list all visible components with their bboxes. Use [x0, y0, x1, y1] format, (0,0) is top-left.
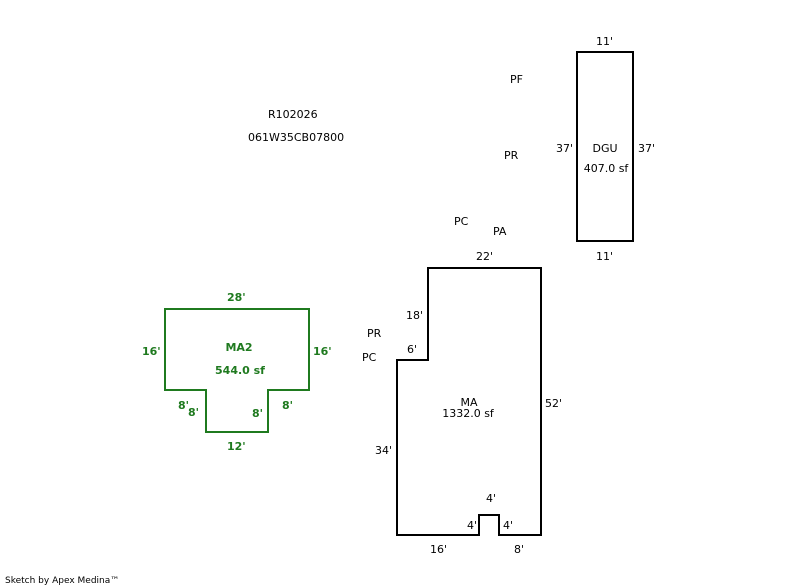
ma-dim-notch-left: 4' — [467, 519, 477, 532]
dgu-dim-right: 37' — [638, 142, 655, 155]
ma-area: 1332.0 sf — [442, 407, 495, 420]
ma-dim-notch-right: 4' — [503, 519, 513, 532]
code-pa: PA — [493, 225, 507, 238]
parcel-id: R102026 — [268, 108, 318, 121]
ma2-outline — [164, 308, 310, 433]
ma-dim-bottom-right: 8' — [514, 543, 524, 556]
footer-credit: Sketch by Apex Medina™ — [5, 576, 119, 586]
ma-name: MA — [460, 396, 477, 409]
dgu-name: DGU — [592, 142, 617, 155]
dgu-dim-bottom: 11' — [596, 250, 613, 263]
ma-dim-upper-left: 18' — [406, 309, 423, 322]
ma2-dim-notch-left-inner: 8' — [188, 406, 199, 419]
dgu-dim-left: 37' — [556, 142, 573, 155]
ma-dim-bottom-left: 16' — [430, 543, 447, 556]
ma2-dim-notch-right-inner: 8' — [252, 407, 263, 420]
code-pc-lower: PC — [362, 351, 377, 364]
ma2-dim-notch-left-outer: 8' — [178, 399, 189, 412]
ma2-dim-left: 16' — [142, 345, 161, 358]
ma-dim-notch-top: 4' — [486, 492, 496, 505]
ma-dim-lower-left: 34' — [375, 444, 392, 457]
ma2-dim-top: 28' — [227, 291, 246, 304]
ma2-name: MA2 — [225, 341, 252, 354]
ma-dim-right: 52' — [545, 397, 562, 410]
code-pc-upper: PC — [454, 215, 469, 228]
ma2-dim-notch-right-outer: 8' — [282, 399, 293, 412]
code-pr-lower: PR — [367, 327, 382, 340]
dgu-dim-top: 11' — [596, 35, 613, 48]
code-pr-upper: PR — [504, 149, 519, 162]
ma2-dim-bottom: 12' — [227, 440, 246, 453]
ma-outline — [396, 267, 542, 536]
parcel-number: 061W35CB07800 — [248, 131, 344, 144]
ma2-area: 544.0 sf — [215, 364, 265, 377]
ma-dim-step: 6' — [407, 343, 417, 356]
code-pf: PF — [510, 73, 523, 86]
dgu-area: 407.0 sf — [584, 162, 630, 175]
ma-dim-top: 22' — [476, 250, 493, 263]
dgu-outline — [576, 51, 634, 242]
ma2-dim-right: 16' — [313, 345, 332, 358]
